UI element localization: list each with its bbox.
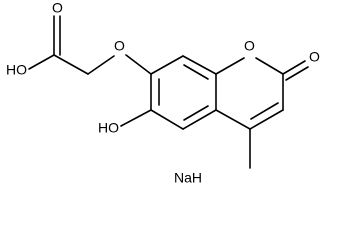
atom-labels: HO O O O O HO NaH [6,0,320,186]
bond-ring-inner-1 [183,64,209,80]
atom-label-ether-oxygen: O [114,38,125,54]
bond-aromatic-oh [120,109,152,127]
counterion-label: NaH [174,170,202,186]
atom-label-carbonyl-oxygen: O [52,0,63,16]
bond-o-aromatic [125,54,152,75]
bond-aromatic-ring-o [215,57,245,75]
bond-ch2-o [87,55,115,75]
bond-lactone-double-2 [250,102,279,120]
bond-ring-2 [182,55,217,75]
atom-label-ring-oxygen: O [244,38,255,54]
chemical-structure-diagram: HO O O O O HO NaH [6,0,320,186]
bond-ring-o-carbonyl [255,57,284,75]
bond-lactone-double-1 [249,109,284,130]
bond-lactone-co-2 [285,66,309,81]
atom-label-lactone-carbonyl-oxygen: O [309,49,320,65]
atom-label-carboxyl-hydroxyl: HO [6,62,27,78]
bond-lactone-co-1 [282,60,306,75]
bond-ring-1 [150,55,184,75]
bond-lines [28,15,309,169]
bond-oh-c [28,54,55,70]
bond-ring-5 [150,109,184,130]
bond-ring-4 [182,109,217,130]
bond-ring-inner-2 [183,105,209,121]
structure-svg: HO O O O O HO NaH [6,0,320,186]
bond-lactone-to-aromatic [215,109,251,130]
atom-label-phenol-hydroxyl: HO [98,120,119,136]
bond-c-ch2 [53,54,89,75]
